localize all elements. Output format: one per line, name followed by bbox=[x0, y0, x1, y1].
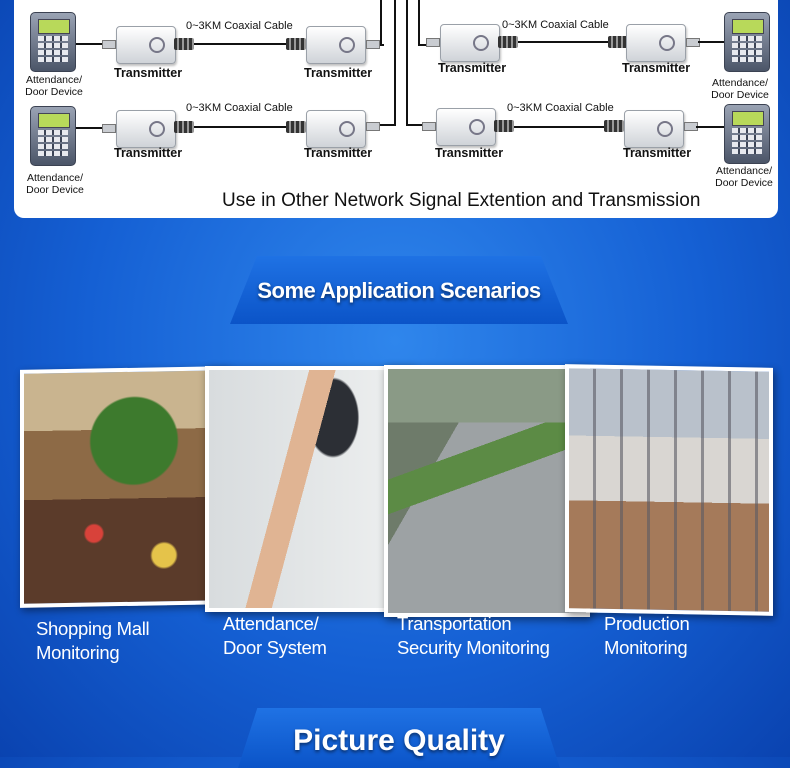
connector-icon bbox=[174, 38, 194, 50]
plug-icon bbox=[102, 40, 116, 49]
transmitter-icon bbox=[626, 24, 686, 62]
diagram-link-line bbox=[406, 124, 428, 126]
coaxial-cable-line bbox=[518, 41, 608, 43]
attendance-device-icon bbox=[724, 104, 770, 164]
cable-line bbox=[698, 41, 724, 43]
plug-icon bbox=[366, 40, 380, 49]
transmitter-icon bbox=[116, 26, 176, 64]
transmitter-label: Transmitter bbox=[438, 61, 507, 75]
transmitter-label: Transmitter bbox=[622, 61, 691, 75]
attendance-device-icon bbox=[30, 12, 76, 72]
connector-icon bbox=[494, 120, 514, 132]
section-title: Picture Quality bbox=[293, 724, 505, 757]
highway-traffic-photo bbox=[384, 365, 590, 617]
transmitter-icon bbox=[306, 110, 366, 148]
connector-icon bbox=[286, 121, 306, 133]
transmitter-label: Transmitter bbox=[623, 146, 692, 160]
cable-label: 0~3KM Coaxial Cable bbox=[507, 102, 614, 114]
diagram-caption: Use in Other Network Signal Extention an… bbox=[222, 190, 701, 211]
transmitter-label: Transmitter bbox=[304, 146, 373, 160]
attendance-device-icon bbox=[30, 106, 76, 166]
transmitter-icon bbox=[116, 110, 176, 148]
section-banner bbox=[230, 256, 568, 324]
attendance-device-icon bbox=[724, 12, 770, 72]
fingerprint-device-photo bbox=[205, 366, 413, 612]
cable-line bbox=[76, 127, 106, 129]
coaxial-cable-line bbox=[194, 43, 286, 45]
scenario-caption: Attendance/Door System bbox=[223, 613, 327, 658]
connector-icon bbox=[604, 120, 624, 132]
plug-icon bbox=[366, 122, 380, 131]
cable-label: 0~3KM Coaxial Cable bbox=[186, 20, 293, 32]
plug-icon bbox=[426, 38, 440, 47]
device-label: Attendance/Door Device bbox=[711, 77, 769, 101]
connector-icon bbox=[608, 36, 628, 48]
cable-label: 0~3KM Coaxial Cable bbox=[186, 102, 293, 114]
diagram-link-line bbox=[374, 124, 396, 126]
coaxial-cable-line bbox=[514, 126, 604, 128]
production-warehouse-photo bbox=[565, 364, 773, 616]
diagram-link-line bbox=[418, 44, 428, 46]
diagram-link-line bbox=[394, 0, 396, 125]
device-label: Attendance/Door Device bbox=[25, 74, 83, 98]
cable-label: 0~3KM Coaxial Cable bbox=[502, 19, 609, 31]
cable-line bbox=[696, 126, 724, 128]
transmitter-icon bbox=[436, 108, 496, 146]
transmitter-icon bbox=[306, 26, 366, 64]
diagram-link-line bbox=[406, 0, 408, 125]
transmitter-icon bbox=[440, 24, 500, 62]
connector-icon bbox=[286, 38, 306, 50]
coaxial-cable-line bbox=[194, 126, 286, 128]
connector-icon bbox=[498, 36, 518, 48]
transmitter-icon bbox=[624, 110, 684, 148]
plug-icon bbox=[422, 122, 436, 131]
transmitter-label: Transmitter bbox=[114, 146, 183, 160]
connector-icon bbox=[174, 121, 194, 133]
transmitter-label: Transmitter bbox=[304, 66, 373, 80]
section-title: Some Application Scenarios bbox=[257, 278, 541, 303]
transmitter-label: Transmitter bbox=[114, 66, 183, 80]
shopping-mall-photo bbox=[20, 366, 228, 608]
device-label: Attendance/Door Device bbox=[26, 172, 84, 196]
transmitter-label: Transmitter bbox=[435, 146, 504, 160]
network-diagram-panel: Attendance/Door Device 0~3KM Coaxial Cab… bbox=[14, 0, 778, 218]
diagram-link-line bbox=[380, 0, 382, 45]
diagram-link-line bbox=[418, 0, 420, 45]
plug-icon bbox=[102, 124, 116, 133]
device-label: Attendance/Door Device bbox=[715, 165, 773, 189]
cable-line bbox=[76, 43, 106, 45]
